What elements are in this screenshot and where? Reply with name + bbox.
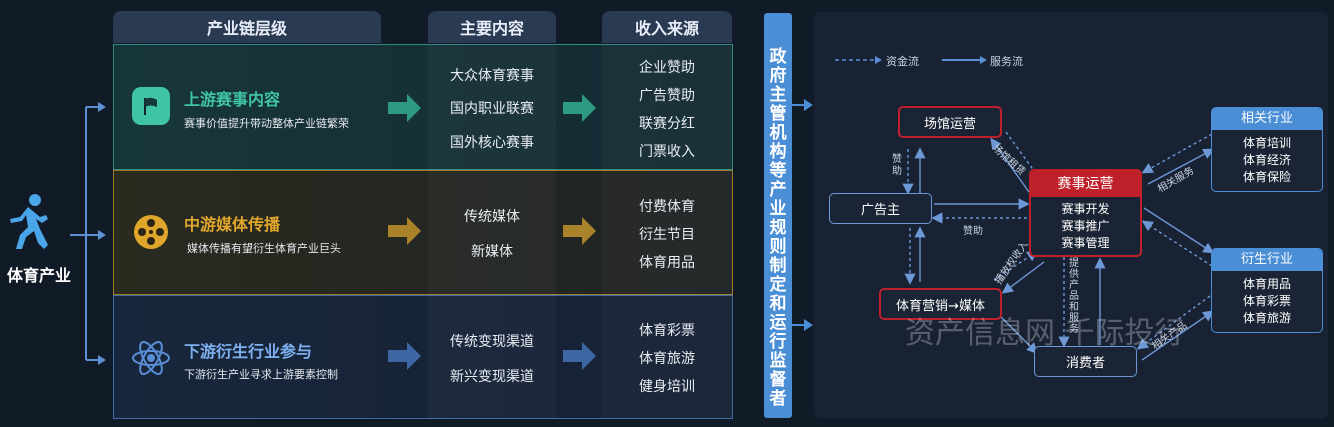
node-advertiser: 广告主 (829, 193, 932, 224)
node-derived-industry: 衍生行业 体育用品 体育彩票 体育旅游 (1211, 248, 1323, 333)
node-item: 体育经济 (1242, 153, 1291, 167)
row-title-upstream: 上游赛事内容 (184, 90, 281, 109)
content-item: 新媒体 (471, 244, 513, 260)
node-item: 赛事开发 (1061, 202, 1110, 216)
flag-icon (132, 87, 170, 125)
row-subtitle-midstream: 媒体传播有望衍生体育产业巨头 (187, 242, 341, 255)
income-item: 门票收入 (639, 144, 695, 160)
gov-arrows (792, 99, 813, 331)
flow-arrows (388, 94, 596, 370)
row-title-downstream: 下游衍生行业参与 (184, 342, 313, 361)
node-item: 赛事推广 (1061, 219, 1110, 233)
node-item: 体育培训 (1242, 136, 1291, 150)
node-item: 体育旅游 (1242, 311, 1291, 325)
legend-lines (835, 56, 987, 64)
income-item: 体育彩票 (639, 323, 695, 339)
node-event-ops-title: 赛事运营 (1031, 171, 1140, 197)
content-item: 新兴变现渠道 (450, 369, 534, 385)
legend-service: 服务流 (990, 55, 1023, 68)
government-bar (764, 13, 792, 418)
header-income-source: 收入来源 (602, 11, 732, 43)
content-item: 国内职业联赛 (450, 101, 534, 117)
government-label: 政府主管机构等产业规则制定和运行监督者 (769, 47, 787, 409)
income-item: 体育旅游 (639, 351, 695, 367)
income-item: 企业赞助 (639, 60, 695, 76)
node-event-ops: 赛事运营 赛事开发 赛事推广 赛事管理 (1029, 169, 1142, 257)
row-downstream (113, 295, 733, 419)
edge-label-sponsor-h: 赞助 (963, 226, 983, 237)
bracket-connector (70, 102, 106, 365)
row-midstream (113, 170, 733, 295)
header-chain-level: 产业链层级 (113, 11, 381, 43)
row-title-midstream: 中游媒体传播 (184, 215, 281, 234)
industry-label: 体育产业 (6, 266, 71, 285)
node-consumer: 消费者 (1034, 346, 1137, 377)
edge-label-sponsor-v: 赞助 (892, 154, 902, 177)
content-item: 大众体育赛事 (450, 68, 534, 84)
node-item: 体育彩票 (1242, 294, 1291, 308)
content-item: 传统变现渠道 (450, 334, 534, 350)
edge-label-provide: 提供产品和服务 (1069, 258, 1079, 335)
header-main-content: 主要内容 (428, 11, 556, 43)
node-derived-title: 衍生行业 (1212, 249, 1322, 271)
income-item: 联赛分红 (639, 116, 695, 132)
node-item: 赛事管理 (1061, 236, 1110, 250)
legend-fund: 资金流 (886, 55, 919, 68)
node-related-title: 相关行业 (1212, 108, 1322, 130)
film-reel-icon (132, 213, 170, 251)
node-related-industry: 相关行业 体育培训 体育经济 体育保险 (1211, 107, 1323, 192)
node-marketing-media: 体育营销→媒体 (879, 288, 1002, 320)
income-item: 付费体育 (639, 199, 695, 215)
income-item: 健身培训 (639, 379, 695, 395)
content-item: 传统媒体 (464, 209, 520, 225)
income-item: 衍生节目 (639, 227, 695, 243)
node-item: 体育用品 (1242, 277, 1291, 291)
income-item: 体育用品 (639, 255, 695, 271)
row-subtitle-downstream: 下游衍生产业寻求上游要素控制 (184, 368, 338, 381)
row-subtitle-upstream: 赛事价值提升带动整体产业链繁荣 (184, 117, 349, 130)
atom-icon (130, 337, 172, 379)
node-item: 体育保险 (1242, 170, 1291, 184)
income-item: 广告赞助 (639, 88, 695, 104)
row-upstream (113, 44, 733, 170)
node-venue: 场馆运营 (898, 106, 1002, 138)
watermark: 资产信息网 千际投行 (905, 316, 1185, 351)
content-item: 国外核心赛事 (450, 135, 534, 151)
runner-icon (10, 194, 48, 249)
